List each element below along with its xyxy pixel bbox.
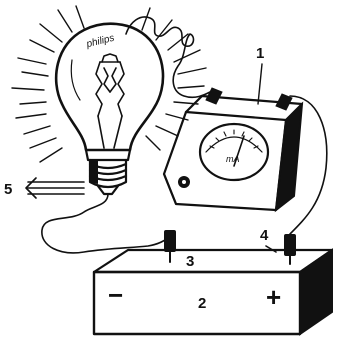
bulb-brand-text: philips [84,33,115,51]
milliammeter: mA [164,88,302,210]
battery-minus-sign: − [108,280,123,310]
heat-arrows [26,178,84,198]
battery-top [94,250,332,272]
battery-terminal-left [164,230,176,262]
meter-front [164,112,286,210]
light-bulb: philips [56,24,163,194]
label-battery: 2 [198,295,206,312]
label-switch: 4 [260,227,269,244]
label-heat: 5 [4,181,12,198]
label-meter: 1 [256,45,264,62]
battery-plus-sign: + [266,282,281,312]
meter-unit: mA [226,154,240,164]
label-terminal: 3 [186,253,194,270]
battery: − + 2 [94,250,332,334]
meter-dial: mA [200,124,268,180]
wire-bulb-to-battery [42,194,170,253]
filament [96,54,124,148]
meter-terminal-left [206,88,222,104]
wire-bulb-to-meter [126,17,210,97]
battery-side [300,250,332,334]
